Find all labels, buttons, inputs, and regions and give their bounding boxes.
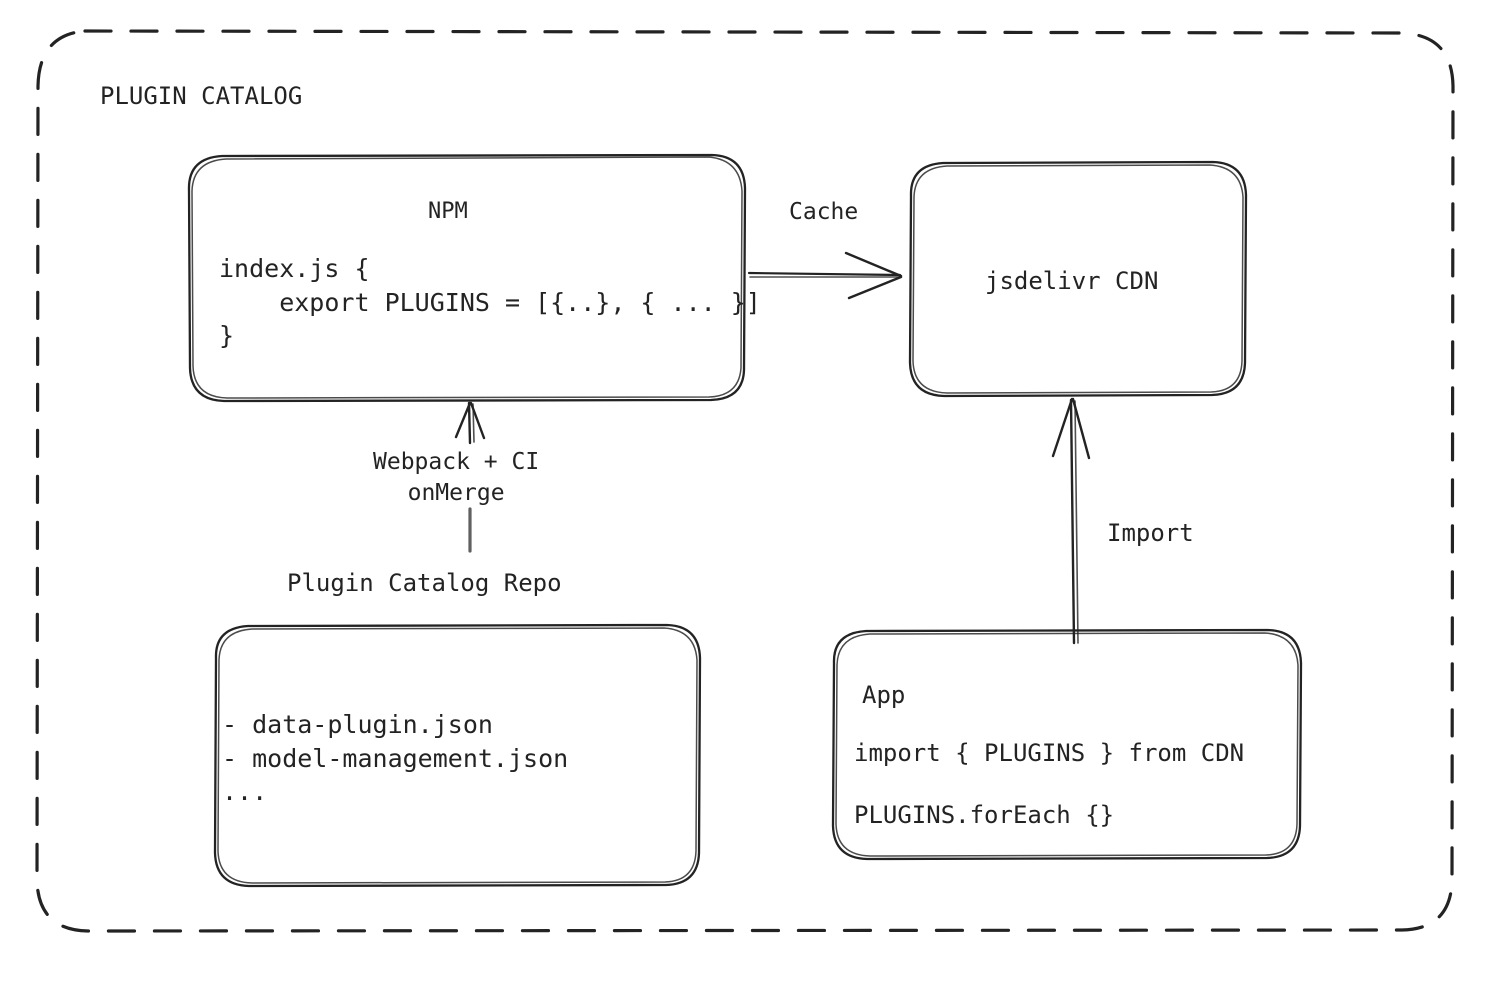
plugin-catalog-title: PLUGIN CATALOG (100, 82, 303, 110)
npm-node-shape (187, 153, 747, 403)
edge-cache-arrow (747, 251, 903, 300)
cdn-node-shape (908, 160, 1248, 398)
npm-node-title: NPM (428, 199, 468, 224)
cdn-node-title: jsdelivr CDN (985, 267, 1159, 295)
npm-node-code: index.js { export PLUGINS = [{..}, { ...… (219, 254, 761, 350)
app-node-title: App (862, 681, 906, 709)
app-node-shape (831, 628, 1303, 861)
edge-cache-label: Cache (789, 199, 859, 225)
edge-build-label: Webpack + CI onMerge (373, 449, 540, 506)
plugin-catalog-boundary (35, 29, 1455, 933)
edge-import-arrow (1051, 397, 1091, 645)
repo-node-shape (213, 623, 702, 888)
app-node-code-line-2: PLUGINS.forEach {} (854, 801, 1115, 829)
app-node-code-line-1: import { PLUGINS } from CDN (854, 739, 1245, 767)
edge-import-label: Import (1107, 519, 1194, 547)
repo-node-title: Plugin Catalog Repo (287, 569, 562, 597)
edge-build-arrow (454, 401, 486, 553)
repo-node-file-list: - data-plugin.json - model-management.js… (222, 710, 569, 806)
